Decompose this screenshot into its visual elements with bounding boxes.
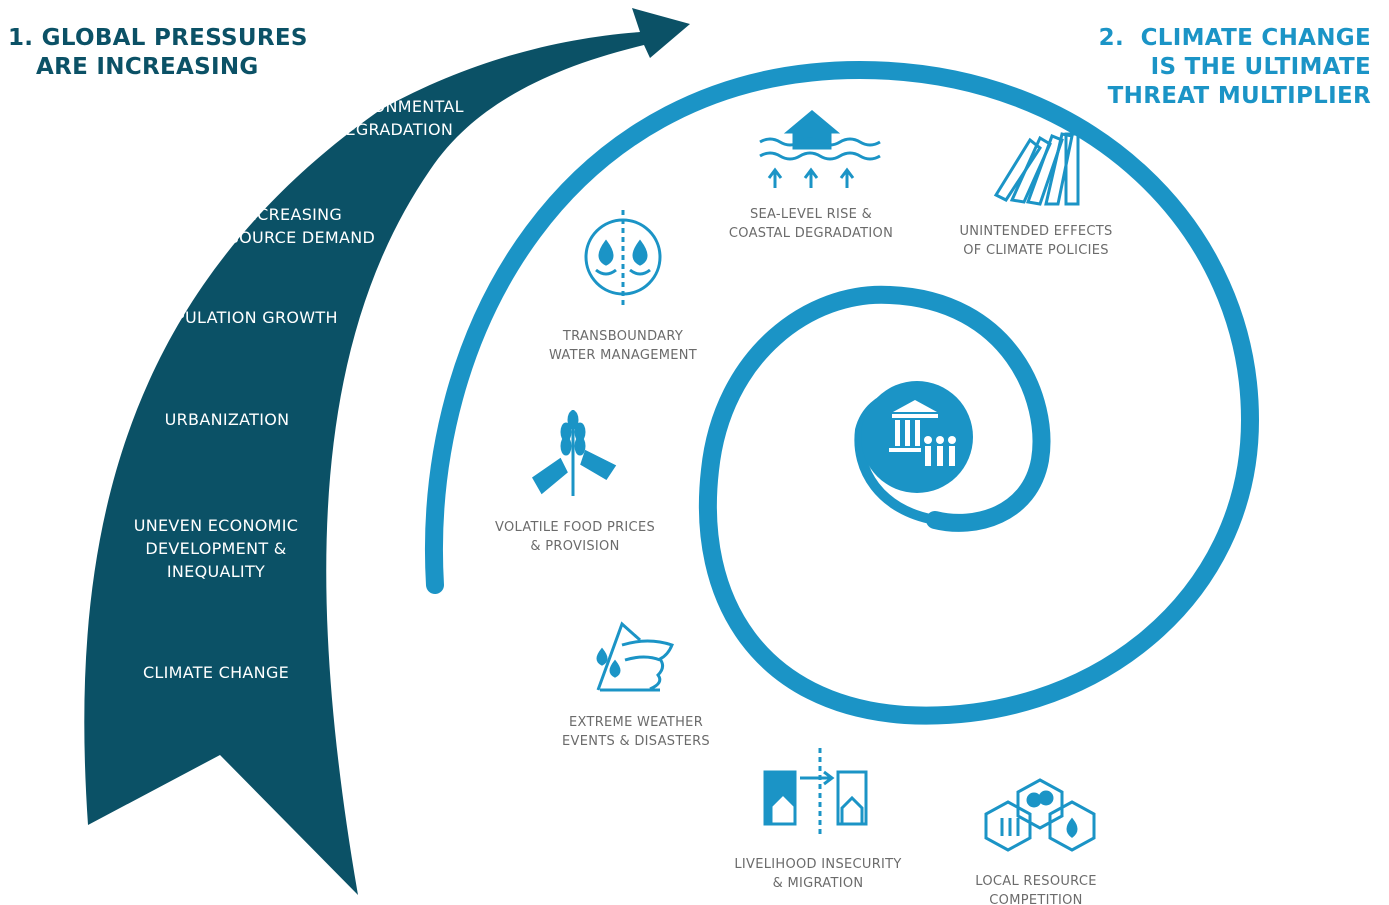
- heading-left-number: 1.: [8, 25, 34, 51]
- pressure-urbanization: URBANIZATION: [164, 410, 290, 429]
- risk-sea-level-rise: SEA-LEVEL RISE & COASTAL DEGRADATION: [728, 207, 894, 241]
- government-people-icon: [889, 400, 956, 466]
- heading-left-line-1: GLOBAL PRESSURES: [41, 25, 308, 51]
- global-pressures-arrow: [84, 8, 691, 895]
- heading-right-number: 2.: [1098, 25, 1124, 51]
- heading-right-line-2: IS THE ULTIMATE: [1150, 54, 1371, 80]
- risk-extreme-weather: EXTREME WEATHER EVENTS & DISASTERS: [562, 715, 710, 749]
- global-pressures-heading: 1. GLOBAL PRESSURES ARE INCREASING: [8, 24, 308, 82]
- sea-level-rise-icon: [759, 110, 881, 188]
- threat-multiplier-heading: 2. CLIMATE CHANGE IS THE ULTIMATE THREAT…: [1099, 24, 1371, 111]
- risk-unintended-effects: UNINTENDED EFFECTS OF CLIMATE POLICIES: [959, 224, 1113, 258]
- risk-local-resource-competition: LOCAL RESOURCE COMPETITION: [975, 874, 1097, 905]
- heading-right-line-3: THREAT MULTIPLIER: [1107, 83, 1371, 109]
- pressure-population-growth: POPULATION GROWTH: [152, 308, 338, 327]
- pressure-climate-change: CLIMATE CHANGE: [142, 663, 290, 682]
- threat-multiplier-spiral: [425, 60, 1260, 725]
- risk-livelihood-insecurity: LIVELIHOOD INSECURITY & MIGRATION: [734, 857, 902, 891]
- pressure-increasing-resource-demand: INCREASING RESOURCE DEMAND: [206, 205, 376, 247]
- heading-left-line-2: ARE INCREASING: [36, 54, 259, 80]
- tornado-icon: [596, 621, 674, 692]
- wheat-price-tag-icon: [532, 410, 617, 496]
- falling-dominoes-icon: [993, 132, 1080, 206]
- risk-volatile-food-prices: VOLATILE FOOD PRICES & PROVISION: [494, 520, 656, 554]
- resource-competition-icon: [984, 778, 1096, 852]
- heading-right-line-1: CLIMATE CHANGE: [1140, 25, 1371, 51]
- migration-icon: [763, 748, 868, 836]
- pressure-environmental-degradation: ENVIRONMENTAL DEGRADATION: [322, 97, 464, 139]
- water-drops-icon: [584, 210, 662, 308]
- pressure-uneven-development: UNEVEN ECONOMIC DEVELOPMENT & INEQUALITY: [133, 516, 299, 581]
- risk-transboundary-water: TRANSBOUNDARY WATER MANAGEMENT: [548, 329, 698, 363]
